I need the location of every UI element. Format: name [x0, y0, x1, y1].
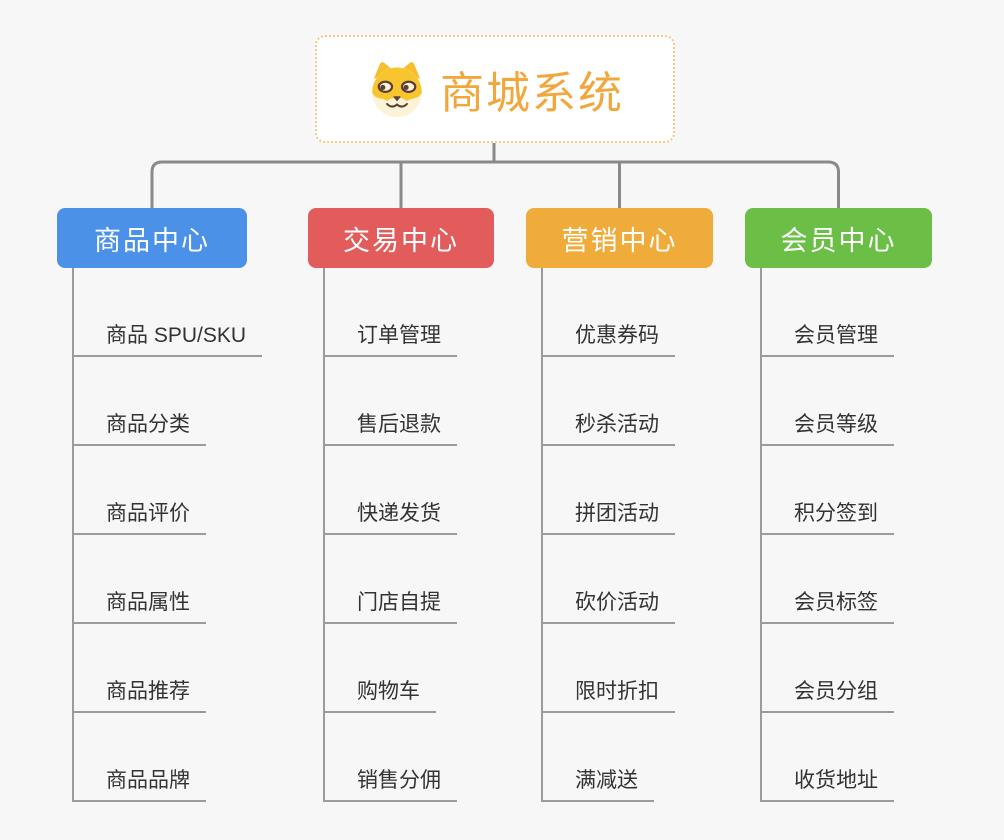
- leaf-node[interactable]: 商品评价: [72, 497, 206, 535]
- leaf-column-marketing: 优惠券码 秒杀活动 拼团活动 砍价活动 限时折扣 满减送: [541, 268, 675, 802]
- leaf-node[interactable]: 商品品牌: [72, 764, 206, 802]
- branch-node-products[interactable]: 商品中心: [57, 208, 247, 268]
- leaf-node[interactable]: 商品属性: [72, 586, 206, 624]
- branch-label: 交易中心: [343, 225, 459, 256]
- trunk-line-marketing: [541, 268, 543, 802]
- trunk-line-products: [72, 268, 74, 802]
- leaf-node[interactable]: 会员等级: [760, 408, 894, 446]
- leaf-node[interactable]: 会员标签: [760, 586, 894, 624]
- leaf-node[interactable]: 订单管理: [323, 319, 457, 357]
- main-rail-line: [150, 160, 840, 210]
- leaf-node[interactable]: 收货地址: [760, 764, 894, 802]
- branch-node-members[interactable]: 会员中心: [745, 208, 932, 268]
- leaf-node[interactable]: 购物车: [323, 675, 436, 713]
- root-node-title: 商城系统: [440, 69, 624, 118]
- leaf-node[interactable]: 拼团活动: [541, 497, 675, 535]
- leaf-node[interactable]: 满减送: [541, 764, 654, 802]
- leaf-node[interactable]: 优惠券码: [541, 319, 675, 357]
- leaf-node[interactable]: 快递发货: [323, 497, 457, 535]
- leaf-node[interactable]: 销售分佣: [323, 764, 457, 802]
- leaf-node[interactable]: 商品分类: [72, 408, 206, 446]
- branch-label: 会员中心: [780, 225, 897, 256]
- branch-node-trade[interactable]: 交易中心: [308, 208, 494, 268]
- leaf-node[interactable]: 积分签到: [760, 497, 894, 535]
- leaf-node[interactable]: 会员分组: [760, 675, 894, 713]
- leaf-node[interactable]: 砍价活动: [541, 586, 675, 624]
- leaf-column-trade: 订单管理 售后退款 快递发货 门店自提 购物车 销售分佣: [323, 268, 457, 802]
- leaf-node[interactable]: 商品 SPU/SKU: [72, 319, 263, 357]
- branch-node-marketing[interactable]: 营销中心: [526, 208, 713, 268]
- leaf-node[interactable]: 售后退款: [323, 408, 457, 446]
- trunk-line-trade: [323, 268, 325, 802]
- shiba-dog-face-icon: [372, 62, 422, 118]
- root-node[interactable]: 商城系统: [315, 35, 675, 143]
- leaf-node[interactable]: 会员管理: [760, 319, 894, 357]
- trunk-line-members: [760, 268, 762, 802]
- branch-label: 营销中心: [561, 225, 678, 256]
- branch-label: 商品中心: [94, 225, 210, 256]
- leaf-node[interactable]: 门店自提: [323, 586, 457, 624]
- leaf-column-members: 会员管理 会员等级 积分签到 会员标签 会员分组 收货地址: [760, 268, 894, 802]
- leaf-node[interactable]: 秒杀活动: [541, 408, 675, 446]
- leaf-node[interactable]: 商品推荐: [72, 675, 206, 713]
- leaf-column-products: 商品 SPU/SKU 商品分类 商品评价 商品属性 商品推荐 商品品牌: [72, 268, 263, 802]
- leaf-node[interactable]: 限时折扣: [541, 675, 675, 713]
